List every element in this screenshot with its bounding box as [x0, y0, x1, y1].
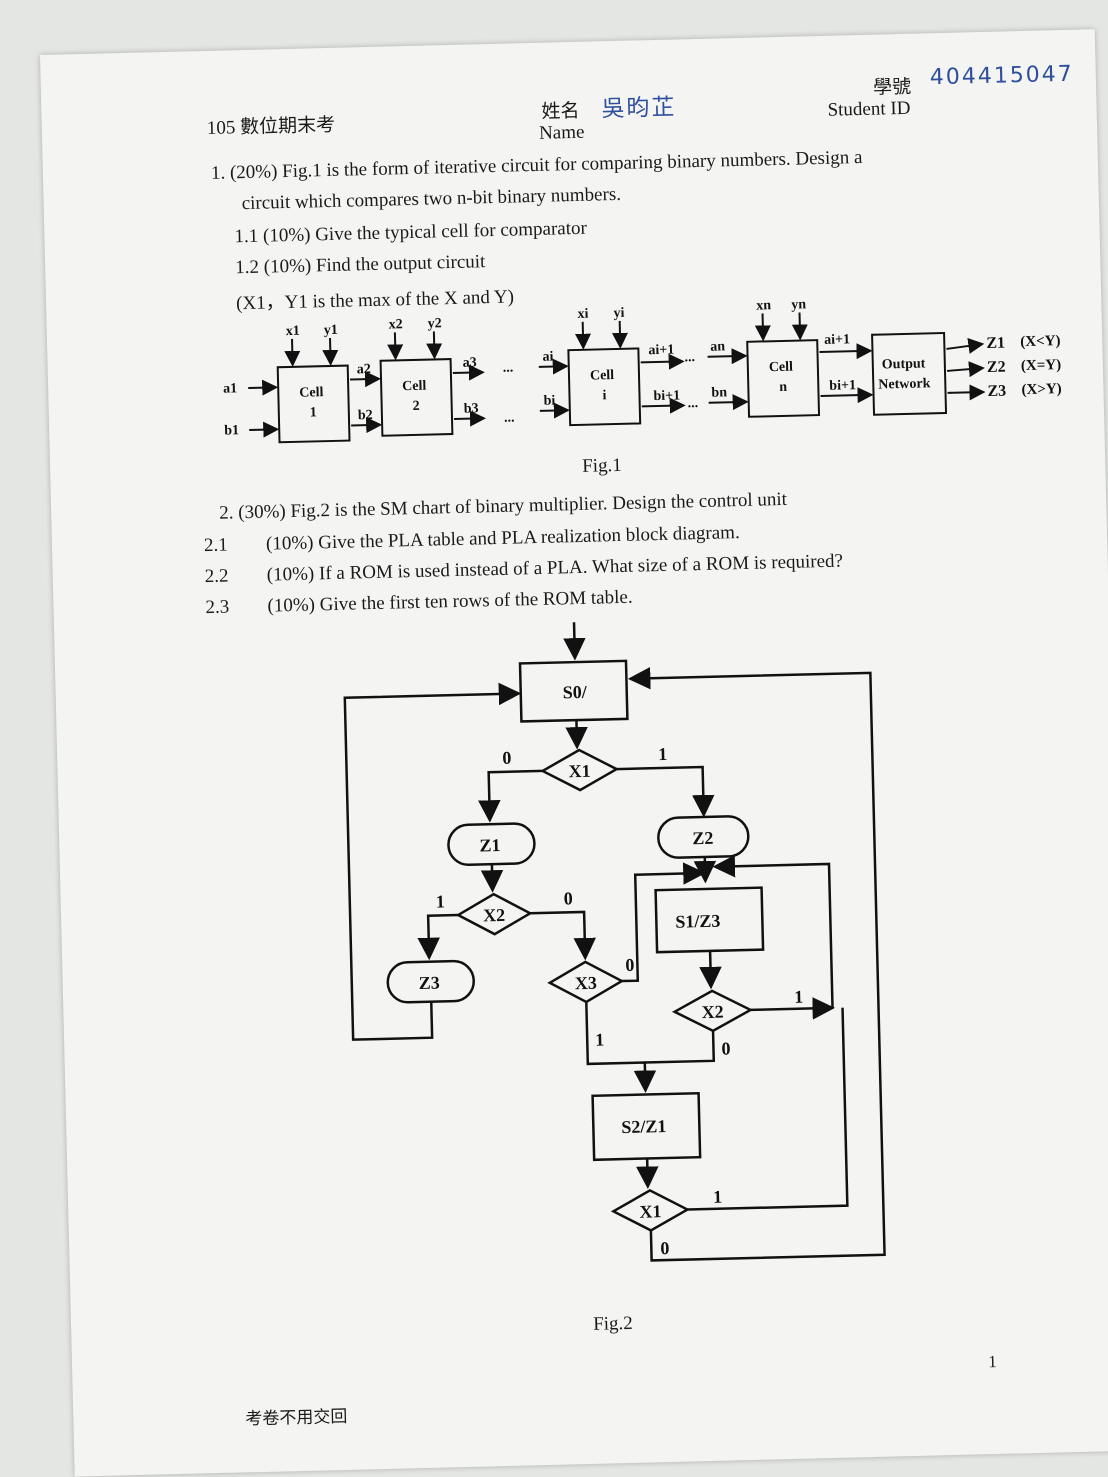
- student-name: 吳昀芷: [601, 94, 677, 123]
- fig1-input-xn: xn: [756, 298, 771, 313]
- fig2-caption: Fig.2: [592, 1312, 634, 1335]
- cell-2-label: Cell: [402, 379, 427, 395]
- id-label-en: Student ID: [827, 97, 911, 121]
- cond-x2-right-label: X2: [701, 1002, 723, 1023]
- fig1-signal-bi: bi: [543, 394, 555, 409]
- q2-sub1: (10%) Give the PLA table and PLA realiza…: [265, 522, 740, 555]
- branch-x1-top-1: 1: [658, 744, 667, 764]
- fig1-signal-bi1-out: bi+1: [829, 378, 856, 394]
- fig1-diagram: x1 y1 x2 y2 xi yi xn yn a1 b1 a2 b2 a3 b…: [223, 297, 1062, 444]
- decision-x2-left: [455, 892, 533, 936]
- state-s0-label: S0/: [562, 682, 587, 703]
- name-label-en: Name: [538, 121, 585, 144]
- fig1-signal-an: an: [710, 339, 725, 354]
- fig1-cond-eq: (X=Y): [1021, 357, 1062, 374]
- fig2-sm-chart: S0/ S1/Z3 S2/Z1 X1 X2 X3 X2 X1 Z1 Z2 Z3 …: [343, 622, 886, 1262]
- fig1-input-y2: y2: [428, 316, 442, 331]
- output-z3-label: Z3: [419, 973, 440, 994]
- exam-title: 105 數位期末考: [206, 114, 336, 139]
- output-z2-label: Z2: [692, 828, 713, 849]
- id-label-zh: 學號: [872, 76, 912, 99]
- fig1-output-z3: Z3: [987, 382, 1006, 399]
- fig1-signal-ai1-out: ai+1: [824, 332, 850, 348]
- q2-sub3-num: 2.3: [205, 596, 230, 619]
- state-s2-label: S2/Z1: [621, 1116, 667, 1137]
- fig1-ellipsis-1: ...: [503, 361, 514, 376]
- branch-x1-bottom-0: 0: [660, 1238, 669, 1258]
- branch-x1-bottom-1: 1: [713, 1187, 722, 1207]
- fig1-signal-ai: ai: [542, 350, 553, 365]
- cond-x2-left-label: X2: [483, 905, 505, 926]
- branch-x2-right-1: 1: [794, 987, 803, 1007]
- output-network-label-1: Output: [882, 356, 926, 372]
- fig1-output-z2: Z2: [987, 359, 1006, 376]
- q1-line2: circuit which compares two n-bit binary …: [241, 183, 622, 215]
- q2-sub3: (10%) Give the first ten rows of the ROM…: [267, 586, 633, 617]
- fig1-input-x2: x2: [389, 317, 403, 332]
- fig1-signal-ai1: ai+1: [648, 343, 674, 359]
- fig1-ellipsis-4: ...: [688, 396, 699, 411]
- q2-sub1-num: 2.1: [203, 534, 229, 557]
- cell-n-box: [746, 339, 821, 418]
- output-network-label-2: Network: [878, 376, 931, 392]
- branch-x1-top-0: 0: [502, 748, 511, 768]
- branch-x2-right-0: 0: [721, 1038, 730, 1058]
- cell-n-index: n: [779, 380, 787, 395]
- q2-sub2-num: 2.2: [204, 565, 229, 588]
- cell-n-label: Cell: [769, 360, 794, 376]
- fig1-signal-b3: b3: [464, 401, 479, 416]
- fig1-signal-a2: a2: [357, 362, 371, 377]
- fig1-ellipsis-2: ...: [504, 411, 515, 426]
- cell-1-box: [276, 364, 351, 444]
- fig1-cond-lt: (X<Y): [1020, 333, 1061, 350]
- fig1-input-yi: yi: [613, 306, 624, 321]
- cell-2-box: [379, 358, 454, 437]
- fig1-input-yn: yn: [791, 297, 806, 312]
- cell-1-label: Cell: [299, 385, 324, 401]
- fig1-ellipsis-3: ...: [684, 350, 695, 365]
- name-label-zh: 姓名: [541, 100, 580, 123]
- branch-x3-0: 0: [625, 955, 634, 975]
- q1-sub2: 1.2 (10%) Find the output circuit: [235, 251, 486, 279]
- cell-i-box: [567, 347, 642, 427]
- q1-sub1: 1.1 (10%) Give the typical cell for comp…: [234, 217, 588, 248]
- exam-paper: 105 數位期末考 姓名 Name 吳昀芷 學號 Student ID 4044…: [40, 29, 1108, 1477]
- cond-x3-label: X3: [575, 973, 597, 994]
- branch-x3-1: 1: [595, 1030, 604, 1050]
- cell-i-index: i: [602, 388, 606, 403]
- fig1-signal-b1: b1: [224, 423, 239, 438]
- fig1-cond-gt: (X>Y): [1021, 381, 1062, 398]
- footer-note: 考卷不用交回: [245, 1406, 348, 1429]
- student-id: 404415047: [929, 61, 1075, 91]
- cond-x1-bottom-label: X1: [639, 1201, 661, 1222]
- fig1-signal-bi1: bi+1: [653, 388, 680, 404]
- output-network-box: [871, 331, 948, 416]
- branch-x2-left-1: 1: [436, 891, 445, 911]
- fig1-input-y1: y1: [324, 323, 338, 338]
- fig1-output-z1: Z1: [986, 335, 1005, 352]
- fig1-input-xi: xi: [577, 307, 588, 322]
- state-s1-label: S1/Z3: [675, 911, 721, 932]
- fig1-input-x1: x1: [286, 324, 300, 339]
- page-number: 1: [987, 1352, 997, 1372]
- output-z1-label: Z1: [479, 835, 500, 856]
- cell-i-label: Cell: [590, 368, 615, 384]
- cell-1-index: 1: [310, 405, 317, 420]
- fig1-signal-a3: a3: [462, 355, 476, 370]
- fig1-caption: Fig.1: [581, 454, 623, 477]
- cond-x1-top-label: X1: [568, 761, 590, 782]
- branch-x2-left-0: 0: [564, 888, 573, 908]
- q2-sub2: (10%) If a ROM is used instead of a PLA.…: [266, 550, 844, 586]
- fig1-signal-bn: bn: [711, 385, 727, 400]
- q1-line1: 1. (20%) Fig.1 is the form of iterative …: [210, 146, 863, 184]
- fig1-signal-b2: b2: [358, 408, 373, 423]
- cell-2-index: 2: [413, 399, 420, 414]
- fig1-signal-a1: a1: [223, 381, 237, 396]
